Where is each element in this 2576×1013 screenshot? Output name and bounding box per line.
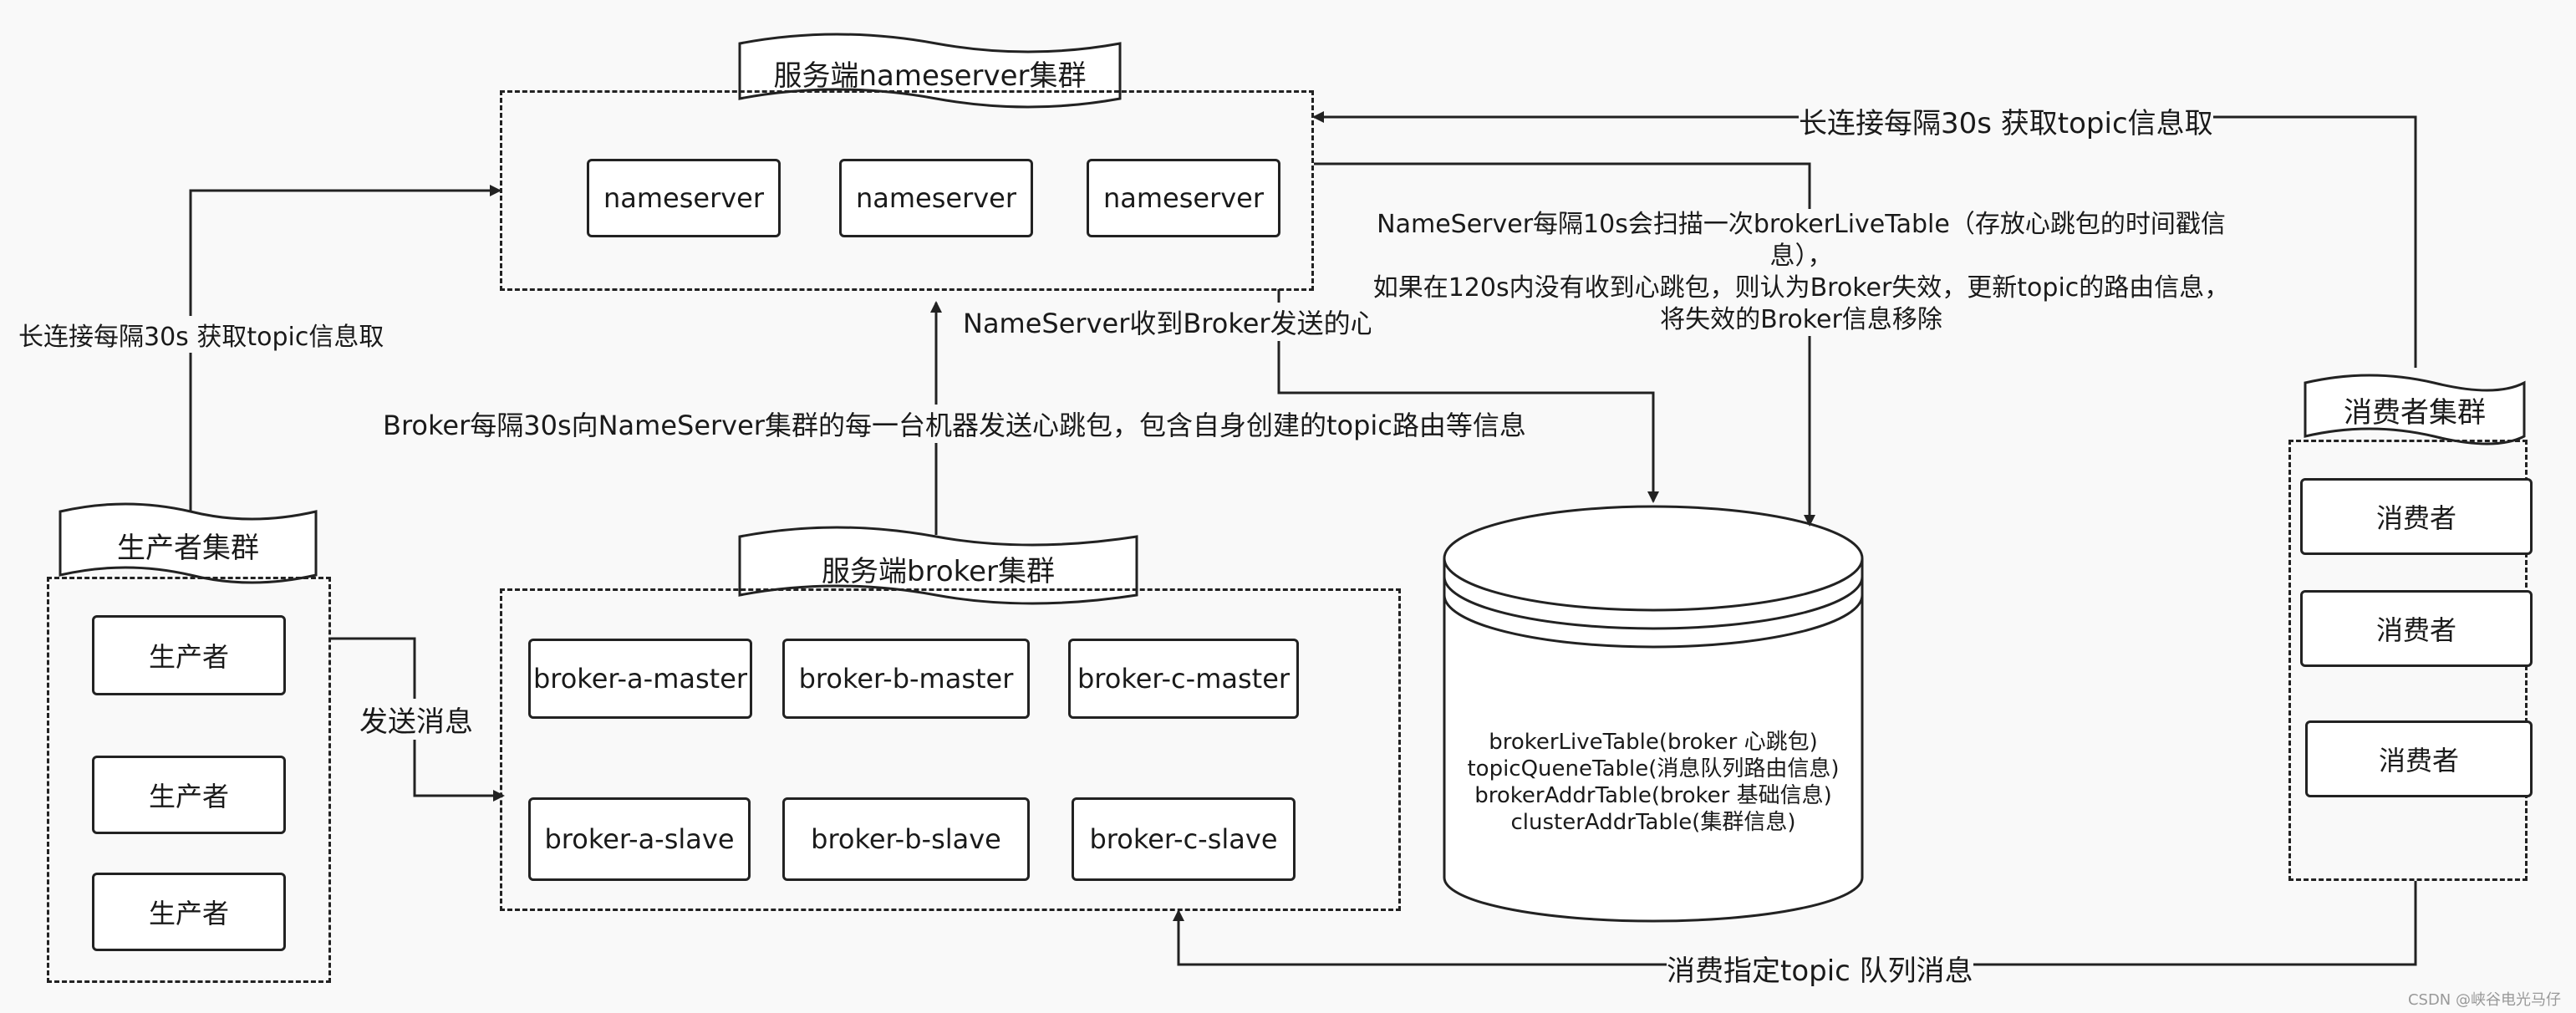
consumer-node[interactable]: 消费者 — [2300, 478, 2533, 555]
scan-note: NameServer每隔10s会扫描一次brokerLiveTable（存放心跳… — [1371, 209, 2232, 336]
db-table-cluster-addr: clusterAddrTable(集群信息) — [1510, 810, 1796, 835]
nameserver-node[interactable]: nameserver — [839, 159, 1033, 237]
nameserver-node[interactable]: nameserver — [1087, 159, 1280, 237]
broker-master-node[interactable]: broker-b-master — [782, 639, 1030, 719]
nameserver-cluster-title: 服务端nameserver集群 — [773, 59, 1087, 93]
producer-node[interactable]: 生产者 — [92, 873, 286, 951]
database-tables: brokerLiveTable(broker 心跳包) topicQueneTa… — [1444, 729, 1862, 836]
nameserver-record-edge — [1277, 289, 1659, 503]
watermark: CSDN @峡谷电光马仔 — [2407, 991, 2561, 1009]
db-table-broker-addr: brokerAddrTable(broker 基础信息) — [1474, 783, 1832, 808]
scan-note-line: 如果在120s内没有收到心跳包，则认为Broker失效，更新topic的路由信息… — [1372, 273, 2230, 303]
consumer-cluster-title: 消费者集群 — [2344, 395, 2486, 430]
broker-cluster-banner — [738, 526, 1138, 605]
consumer-node[interactable]: 消费者 — [2305, 720, 2533, 797]
nameserver-scan-edge — [1314, 162, 1815, 527]
send-message-label: 发送消息 — [359, 699, 473, 740]
broker-master-node[interactable]: broker-c-master — [1068, 639, 1299, 719]
broker-slave-node[interactable]: broker-c-slave — [1072, 797, 1296, 881]
producer-cluster — [47, 577, 331, 983]
producer-long-connection-label: 长连接每隔30s 获取topic信息取 — [18, 316, 384, 353]
broker-slave-node[interactable]: broker-b-slave — [782, 797, 1030, 881]
nameserver-cluster-banner — [738, 33, 1122, 109]
db-table-topic-queue: topicQueneTable(消息队列路由信息) — [1467, 756, 1840, 781]
broker-slave-node[interactable]: broker-a-slave — [528, 797, 751, 881]
producer-cluster-title: 生产者集群 — [117, 531, 259, 565]
producer-cluster-banner — [59, 502, 318, 584]
nameserver-node[interactable]: nameserver — [587, 159, 781, 237]
producer-to-nameserver-edge — [189, 185, 501, 512]
broker-cluster-title: 服务端broker集群 — [822, 554, 1055, 588]
consumer-to-nameserver-edge — [1312, 111, 2417, 368]
consumer-long-connection-label: 长连接每隔30s 获取topic信息取 — [1799, 100, 2213, 141]
scan-note-line: 将失效的Broker信息移除 — [1660, 305, 1942, 334]
nameserver-cluster — [500, 90, 1314, 291]
producer-node[interactable]: 生产者 — [92, 615, 286, 695]
broker-cluster — [500, 588, 1401, 911]
broker-heartbeat-label: Broker每隔30s向NameServer集群的每一台机器发送心跳包，包含自身… — [383, 405, 1526, 443]
scan-note-line: NameServer每隔10s会扫描一次brokerLiveTable（存放心跳… — [1377, 210, 2226, 271]
broker-master-node[interactable]: broker-a-master — [528, 639, 752, 719]
consumer-cluster-banner — [2304, 374, 2526, 445]
producer-node[interactable]: 生产者 — [92, 756, 286, 834]
consume-message-label: 消费指定topic 队列消息 — [1667, 948, 1973, 989]
consumer-node[interactable]: 消费者 — [2300, 590, 2533, 667]
db-table-broker-live: brokerLiveTable(broker 心跳包) — [1489, 730, 1818, 755]
database-cylinder — [1443, 505, 1864, 923]
